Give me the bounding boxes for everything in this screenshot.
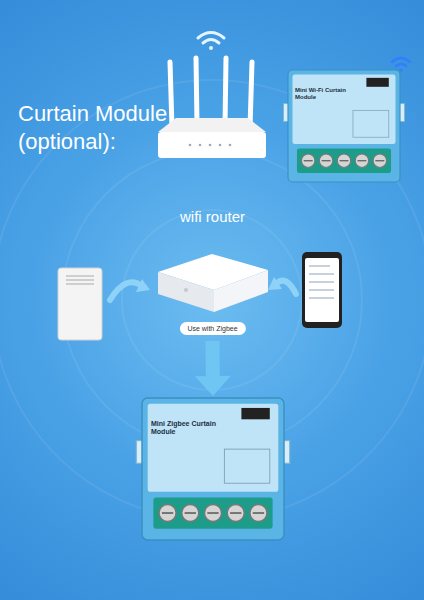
router-illustration <box>158 58 266 158</box>
phone-illustration <box>302 252 342 328</box>
wifi-module-illustration <box>284 70 405 182</box>
sensor-illustration <box>58 268 102 340</box>
hub-node: Use with Zigbee <box>150 245 275 337</box>
hub-illustration <box>158 254 268 312</box>
title: Curtain Module (optional): <box>18 100 218 156</box>
router-node: wifi router <box>150 45 275 225</box>
zigbee-module-illustration <box>136 398 289 540</box>
module-label: Mini Zigbee Curtain Module <box>151 420 229 436</box>
arrow-head <box>136 279 150 292</box>
flow-arrow <box>195 341 231 396</box>
wifi-icon <box>392 58 410 72</box>
wifi-icon <box>198 33 224 51</box>
wifi-module-node: Mini Wi-Fi Curtain Module <box>288 70 400 182</box>
hub-label: Use with Zigbee <box>179 322 245 335</box>
module-label: Mini Wi-Fi Curtain Module <box>295 87 355 101</box>
device-label: wifi router <box>150 208 275 225</box>
zigbee-module-node: Mini Zigbee Curtain Module <box>142 398 284 540</box>
arrow-head <box>268 277 282 290</box>
